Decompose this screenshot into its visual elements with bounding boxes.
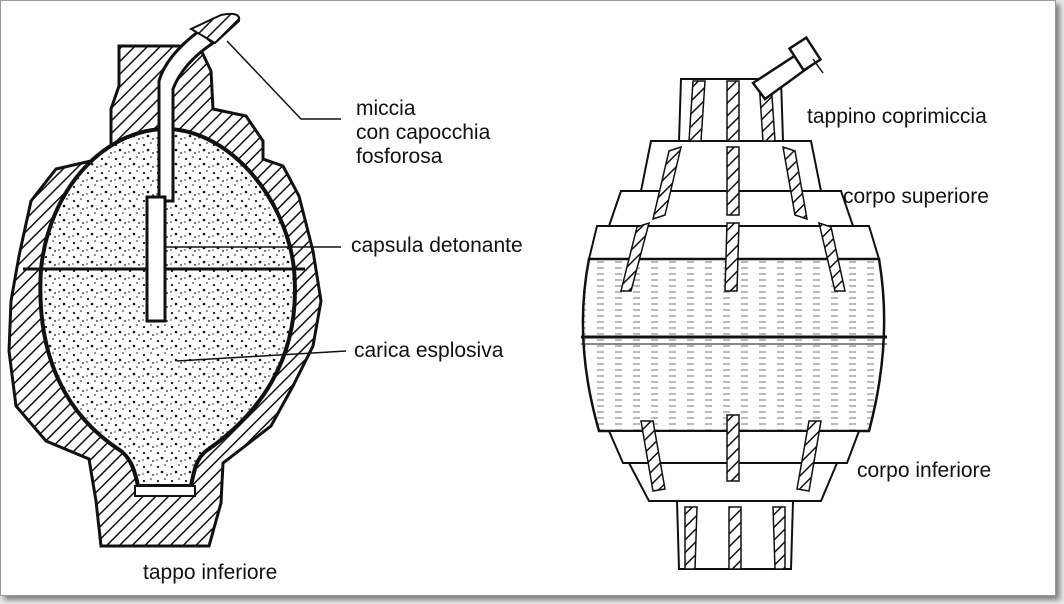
label-tappo-inferiore: tappo inferiore [143, 561, 278, 584]
fuse-cap-top [787, 35, 823, 73]
diagram-frame: miccia con capocchia fosforosa capsula d… [0, 0, 1056, 596]
main-body [581, 257, 886, 433]
label-corpo-superiore: corpo superiore [843, 185, 989, 208]
lower-tier-2 [627, 462, 839, 502]
leader-miccia [226, 40, 341, 120]
label-miccia-line1: miccia [356, 97, 416, 120]
label-tappino: tappino coprimiccia [807, 105, 987, 128]
groove-strips [620, 80, 846, 570]
label-miccia: miccia con capocchia fosforosa [356, 97, 490, 169]
cross-section-grenade [7, 12, 347, 548]
fuse-head [188, 12, 241, 45]
leader-carica [176, 350, 347, 362]
bottom-neck [134, 485, 196, 497]
label-miccia-line2: con capocchia [356, 121, 491, 144]
detonator-capsule [145, 195, 167, 323]
grenade-diagram [7, 12, 887, 570]
exterior-grenade [581, 35, 887, 570]
label-carica: carica esplosiva [354, 339, 504, 362]
label-corpo-inferiore: corpo inferiore [857, 459, 992, 482]
label-capsula: capsula detonante [351, 234, 523, 257]
label-miccia-line3: fosforosa [356, 145, 443, 168]
leader-tappino [812, 58, 824, 74]
